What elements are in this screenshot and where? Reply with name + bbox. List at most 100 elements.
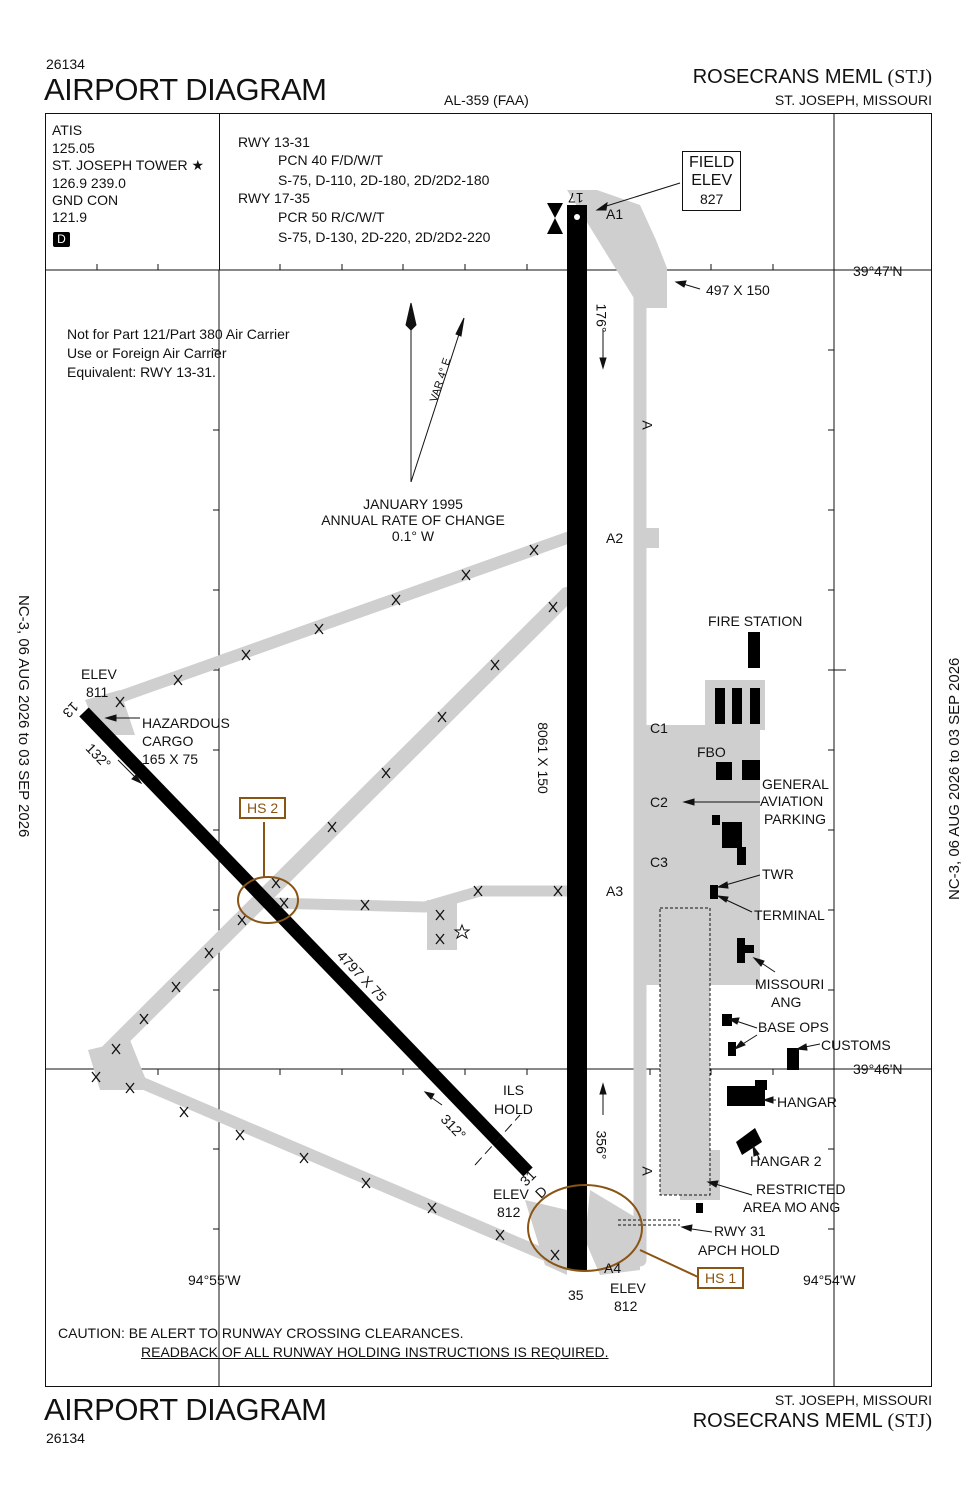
overrun-apron xyxy=(567,190,667,308)
ils-hold-line1: ILS xyxy=(503,1082,525,1098)
airport-id: (STJ) xyxy=(887,66,932,88)
taxiway-a3-label: A3 xyxy=(606,883,624,899)
rwy2-pcr: PCR 50 R/C/W/T xyxy=(278,209,385,225)
elev-35-label: ELEV xyxy=(610,1280,646,1296)
note-part121-line2: Use or Foreign Air Carrier xyxy=(67,345,227,361)
field-elev-label1: FIELD xyxy=(689,154,735,171)
leader-arrows xyxy=(104,182,821,1233)
taxiway-a-label-north: A xyxy=(639,420,656,430)
south-hold-pad xyxy=(585,1190,640,1275)
hangar2-label: HANGAR 2 xyxy=(750,1153,822,1169)
hazardous-cargo-line2: CARGO xyxy=(142,733,194,749)
ang-label-line1: MISSOURI xyxy=(755,976,825,992)
caution-line2: READBACK OF ALL RUNWAY HOLDING INSTRUCTI… xyxy=(141,1344,609,1360)
hangar-building xyxy=(727,1086,765,1106)
validity-left: NC-3, 06 AUG 2026 to 03 SEP 2026 xyxy=(15,595,32,838)
taxiway-c3-label: C3 xyxy=(650,854,668,870)
base-ops-building xyxy=(728,1042,736,1056)
ramp-south xyxy=(660,905,710,1195)
validity-right: NC-3, 06 AUG 2026 to 03 SEP 2026 xyxy=(946,657,963,900)
tower-building xyxy=(710,885,718,899)
annual-change-line1: JANUARY 1995 xyxy=(363,496,463,512)
elev-13-label: ELEV xyxy=(81,666,117,682)
rwy1-weights: S-75, D-110, 2D-180, 2D/2D2-180 xyxy=(278,172,490,188)
ga-parking-line1: GENERAL xyxy=(762,776,829,792)
ang-label-line2: ANG xyxy=(771,994,802,1010)
caution-line1: CAUTION: BE ALERT TO RUNWAY CROSSING CLE… xyxy=(58,1325,464,1341)
field-elevation-box: FIELD ELEV 827 xyxy=(682,151,742,211)
sw-pad xyxy=(88,1040,150,1090)
dashed-boundaries xyxy=(474,907,711,1226)
longitude-right: 94°54'W xyxy=(803,1272,856,1288)
rwy1-pcn: PCN 40 F/D/W/T xyxy=(278,152,384,168)
elev-31-value: 812 xyxy=(497,1204,521,1220)
terminal-label: TERMINAL xyxy=(754,907,825,923)
restricted-area-line1: RESTRICTED xyxy=(756,1181,846,1197)
runway-end-marker xyxy=(574,214,580,220)
taxiway-a1-label: A1 xyxy=(606,206,624,222)
fbo-building xyxy=(716,762,732,780)
hotspot-circles xyxy=(237,822,699,1278)
buildings xyxy=(696,632,799,1213)
fire-station-building xyxy=(748,632,760,668)
annual-change-line3: 0.1° W xyxy=(391,528,435,544)
ils-hold-line xyxy=(474,1114,521,1166)
ground-label: GND CON xyxy=(52,192,119,208)
airport-name: ROSECRANS MEML xyxy=(692,66,882,88)
field-elev-value: 827 xyxy=(699,191,724,207)
footer-airport-id: (STJ) xyxy=(887,1410,932,1432)
chart-number: 26134 xyxy=(46,56,85,72)
taxiway-diag-west xyxy=(97,587,575,1063)
tower-label-map: TWR xyxy=(762,866,794,882)
latitude-top: 39°47'N xyxy=(853,263,903,279)
footer-airport: ROSECRANS MEML xyxy=(692,1410,882,1432)
customs-building xyxy=(787,1048,799,1070)
heading-356: 356° xyxy=(593,1130,610,1160)
restricted-area-boundary xyxy=(659,907,711,1196)
elev-13-value: 811 xyxy=(86,684,109,700)
magnetic-north-arrow-icon xyxy=(455,317,465,337)
taxiway-a3-west xyxy=(264,897,431,913)
taxiway-a4-label: A4 xyxy=(604,1260,622,1276)
d-atis-icon: D xyxy=(53,232,70,247)
note-part121-line1: Not for Part 121/Part 380 Air Carrier xyxy=(67,326,290,342)
elev-35-value: 812 xyxy=(614,1298,638,1314)
atis-label: ATIS xyxy=(52,122,83,138)
rwy2-weights: S-75, D-130, 2D-220, 2D/2D2-220 xyxy=(278,229,491,245)
hangar-label: HANGAR xyxy=(777,1094,837,1110)
runway-17-35-dims: 8061 X 150 xyxy=(534,722,551,794)
ga-parking-line3: PARKING xyxy=(764,811,826,827)
hotspot-hs1-label[interactable]: HS 1 xyxy=(697,1267,745,1289)
taxiway-a-label-south: A xyxy=(639,1166,656,1176)
hazardous-cargo-line3: 165 X 75 xyxy=(142,751,199,767)
true-north-arrow-icon xyxy=(405,302,417,331)
ang-building xyxy=(737,938,745,963)
city-header: ST. JOSEPH, MISSOURI xyxy=(774,92,932,108)
ils-hold-line2: HOLD xyxy=(494,1101,533,1117)
taxiway-c1-label: C1 xyxy=(650,720,668,736)
rwy2-label: RWY 17-35 xyxy=(238,190,310,206)
rwy1-label: RWY 13-31 xyxy=(238,134,310,150)
longitude-left: 94°55'W xyxy=(188,1272,241,1288)
runway-17-35 xyxy=(567,205,587,1270)
note-part121-line3: Equivalent: RWY 13-31. xyxy=(67,364,216,380)
heading-176: 176° xyxy=(593,303,610,333)
footer-chart-number: 26134 xyxy=(46,1430,85,1446)
comms-box-divider xyxy=(45,113,220,270)
page-title: AIRPORT DIAGRAM xyxy=(44,72,327,107)
hazardous-cargo-line1: HAZARDOUS xyxy=(142,715,230,731)
taxiway-a2-label: A2 xyxy=(606,530,624,546)
elev-31-label: ELEV xyxy=(493,1186,529,1202)
taxiway-south xyxy=(94,1059,568,1268)
runway-17-label: 17 xyxy=(568,190,584,206)
airport-name-header: ROSECRANS MEML (STJ) xyxy=(693,66,932,89)
tower-name: ST. JOSEPH TOWER xyxy=(52,157,188,173)
footer-airport-name: ROSECRANS MEML (STJ) xyxy=(693,1410,932,1433)
hotspot-hs2-label[interactable]: HS 2 xyxy=(239,797,287,819)
tower-label: ST. JOSEPH TOWER ★ xyxy=(52,157,204,174)
field-elev-label2: ELEV xyxy=(691,172,733,189)
north-arrows xyxy=(405,302,465,483)
annual-change-line2: ANNUAL RATE OF CHANGE xyxy=(321,512,505,528)
hangar2-building xyxy=(736,1128,762,1155)
